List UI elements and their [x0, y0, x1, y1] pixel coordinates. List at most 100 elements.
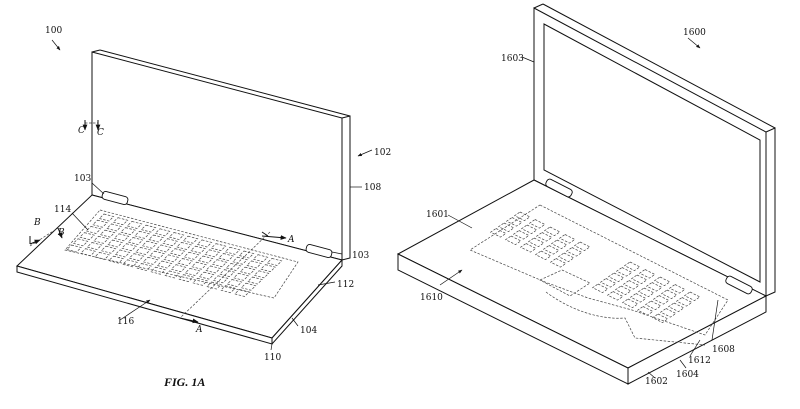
keyboard-region: [64, 209, 299, 299]
ref-102: 102: [374, 148, 391, 158]
keyboard-key: [150, 266, 166, 275]
keyboard-key: [549, 258, 567, 268]
keyboard-key: [168, 232, 185, 240]
keyboard-key: [93, 235, 109, 244]
keyboard-key: [238, 250, 255, 259]
keyboard-key: [206, 281, 222, 290]
keyboard-key: [197, 255, 214, 264]
keyboard-key: [252, 254, 269, 263]
keyboard-key: [660, 289, 678, 300]
keyboard-key: [528, 219, 546, 229]
keyboard-key: [198, 271, 215, 280]
keyboard-key: [653, 276, 671, 287]
keyboard-key: [542, 245, 560, 255]
keyboard-key: [136, 263, 152, 271]
display-housing-b: [533, 3, 776, 297]
keyboard-key: [107, 239, 123, 248]
keyboard-key: [527, 237, 545, 248]
keyboard-key: [520, 224, 538, 235]
keyboard-key: [98, 213, 115, 222]
keyboard-key: [489, 228, 507, 238]
keyboard-key: [176, 242, 192, 250]
keyboard-key: [629, 293, 647, 303]
laptop-b: 1600 1601 1602 1603 1604 1608 1610 1612: [396, 3, 776, 387]
keyboard-key: [497, 222, 515, 233]
keyboard-key: [622, 280, 640, 290]
keyboard-key: [565, 247, 583, 257]
keyboard-key: [246, 260, 262, 269]
keyboard-key: [164, 270, 180, 279]
ref-103-right: 103: [352, 251, 369, 261]
keyboard-key: [558, 234, 576, 244]
keyboard-key: [232, 256, 248, 265]
section-label-a-2: A: [195, 325, 203, 335]
keyboard-key: [170, 264, 187, 273]
keyboard-key: [535, 232, 553, 242]
display-screen: [543, 23, 761, 283]
keyboard-key: [162, 238, 178, 247]
keyboard-key: [183, 251, 200, 260]
leader-lines-b: [439, 37, 719, 379]
keyboard-key: [599, 278, 617, 288]
keyboard-key: [182, 235, 199, 244]
keyboard-key: [114, 249, 131, 258]
keyboard-key: [645, 282, 663, 292]
section-label-b-2: B: [57, 228, 65, 238]
figure-caption: FIG. 1A: [163, 375, 205, 389]
keyboard-key: [178, 274, 194, 283]
keyboard-key: [212, 275, 229, 284]
keyboard-key: [156, 260, 173, 269]
ref-112: 112: [337, 280, 354, 290]
keyboard-key: [149, 250, 165, 259]
keyboard-key: [683, 291, 701, 302]
keyboard-key: [621, 298, 639, 309]
section-label-c-1: C: [78, 126, 85, 136]
keyboard-key: [651, 313, 669, 324]
keyboard-key: [163, 254, 179, 263]
leader-lines: [51, 39, 373, 351]
keyboard-key: [638, 269, 656, 279]
keyboard-key: [505, 217, 523, 227]
keyboard-key: [606, 291, 624, 301]
keyboard-key: [573, 241, 591, 252]
keyboard-key: [557, 252, 575, 263]
keyboard-key: [72, 238, 89, 247]
keyboard-key: [66, 244, 82, 253]
keyboard-key: [108, 255, 124, 264]
ref-103-left: 103: [74, 174, 91, 184]
ref-1608: 1608: [712, 345, 735, 355]
keyboard-key: [120, 227, 136, 236]
keyboard-key: [220, 285, 236, 294]
keyboard-key: [134, 230, 150, 239]
base-housing: [16, 194, 343, 346]
keyboard-key: [266, 258, 283, 266]
keyboard-key: [218, 253, 234, 261]
keyboard-key: [190, 245, 206, 254]
keyboard-key: [260, 264, 276, 273]
keyboard-key: [169, 248, 186, 257]
keyboard-key: [192, 277, 208, 286]
keyboard-key: [504, 235, 522, 246]
keyboard-key: [233, 272, 249, 281]
keyboard-key: [112, 217, 129, 226]
section-lines: [29, 120, 287, 324]
section-label-b-1: B: [33, 218, 41, 228]
ref-1601: 1601: [426, 210, 449, 220]
ref-110: 110: [264, 353, 281, 363]
keyboard-key: [191, 261, 207, 270]
hinge-b-left: [545, 178, 573, 198]
keyboard-key: [253, 270, 270, 279]
keyboard-key: [513, 211, 531, 222]
ref-114: 114: [54, 205, 71, 215]
keyboard-key: [106, 223, 122, 232]
keyboard-keys-b: [489, 211, 701, 324]
keyboard-key: [630, 274, 648, 285]
ref-1602: 1602: [645, 377, 668, 387]
keyboard-key: [219, 269, 235, 278]
keyboard-key: [675, 297, 693, 307]
keyboard-key: [534, 250, 552, 261]
ref-108: 108: [364, 183, 381, 193]
keyboard-key: [239, 266, 256, 275]
keyboard-key: [196, 239, 213, 248]
